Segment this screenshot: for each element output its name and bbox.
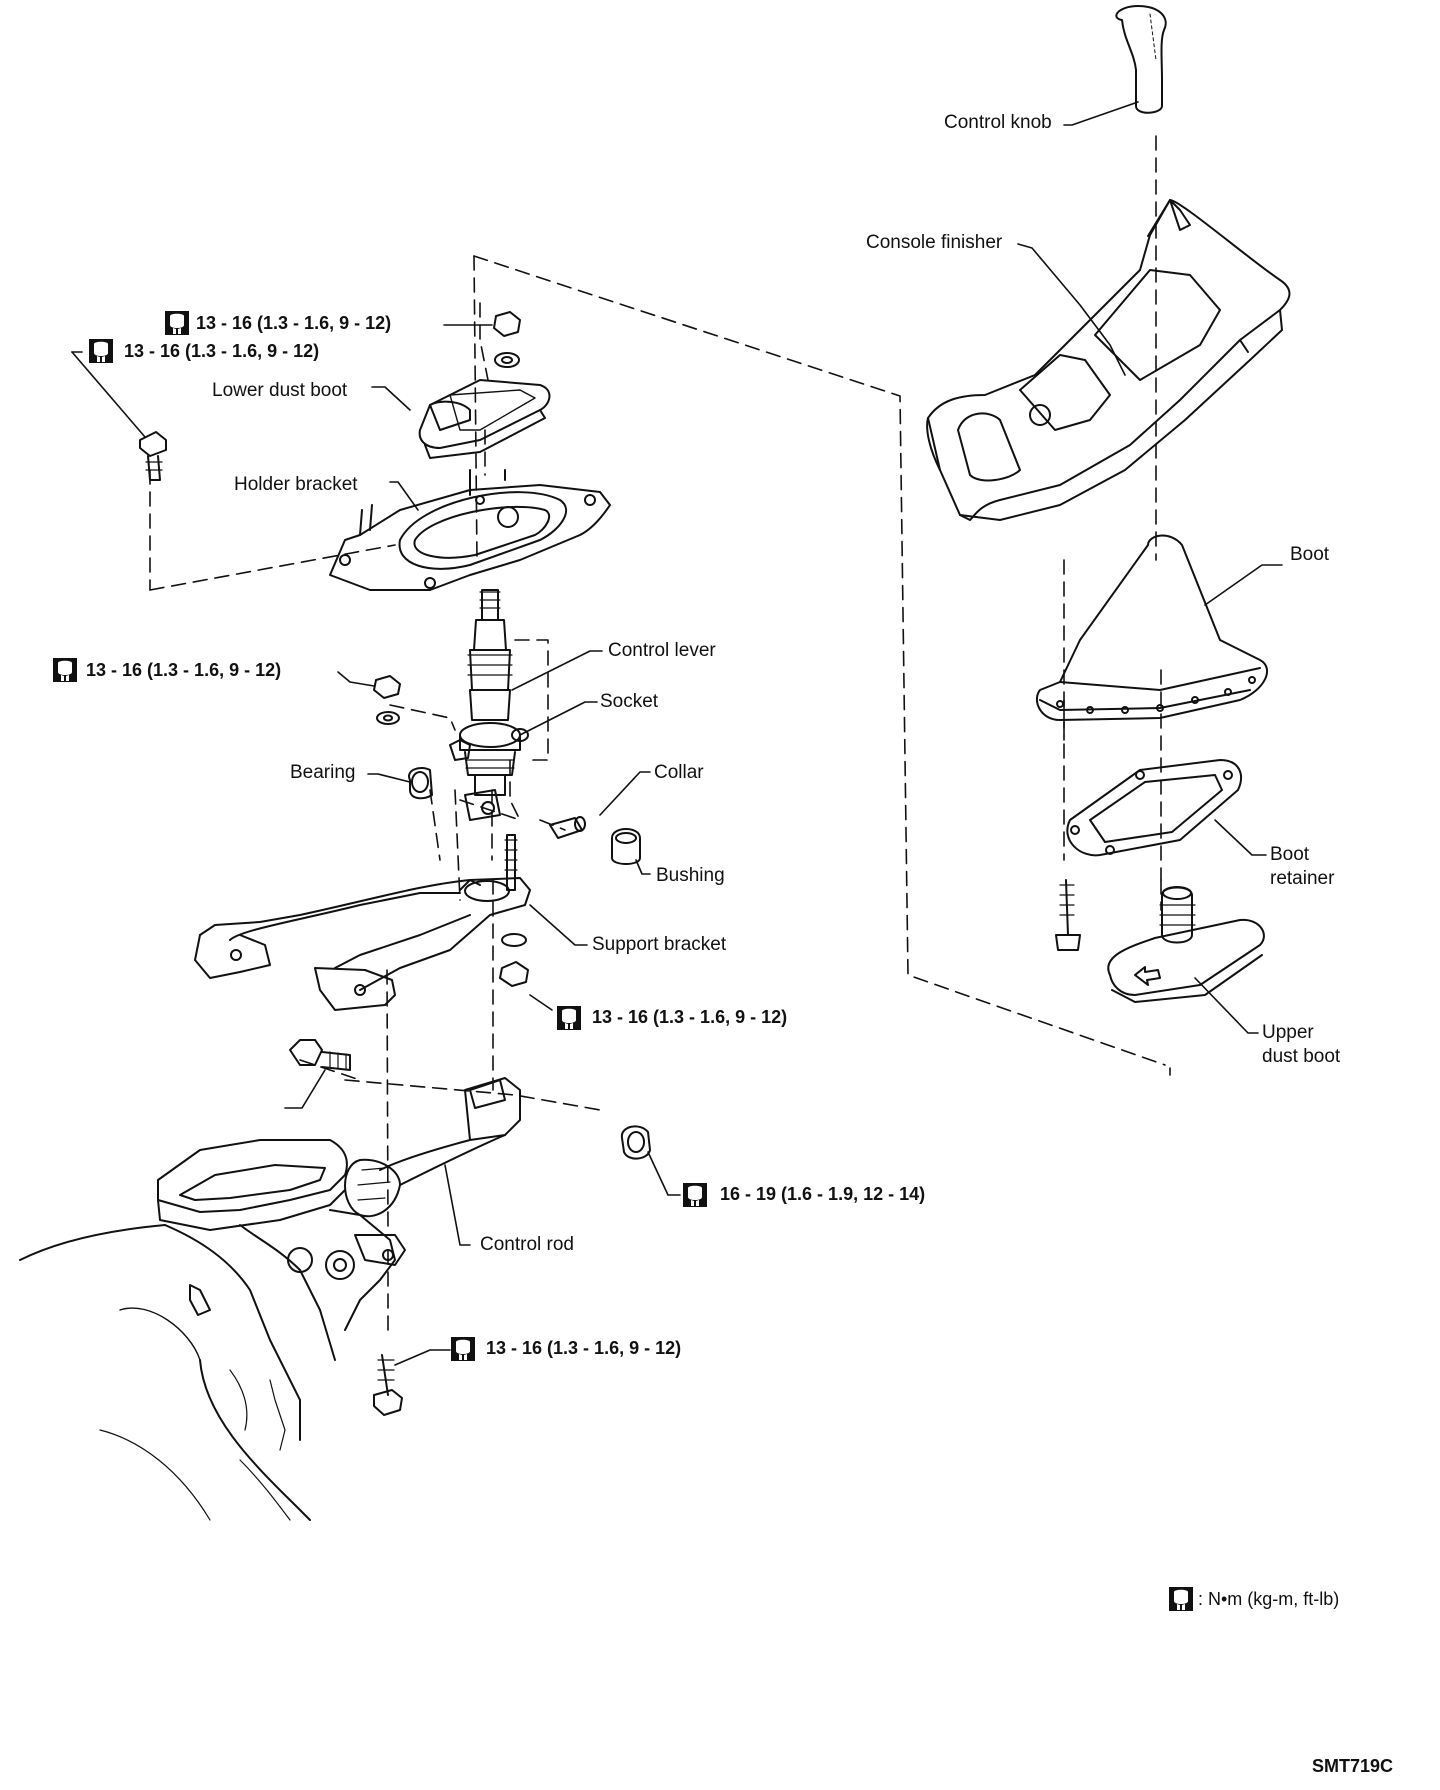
torque-value-5: 16 - 19 (1.6 - 1.9, 12 - 14): [720, 1184, 926, 1204]
label-boot-retainer-line2: retainer: [1270, 868, 1335, 889]
lower-dust-boot-part: [418, 379, 551, 459]
bearing-part: [408, 767, 433, 800]
label-bushing: Bushing: [656, 865, 725, 886]
label-control-lever: Control lever: [608, 640, 716, 661]
leader-lines: [71, 101, 1283, 1366]
torque-wrench-icon: [1169, 1587, 1193, 1611]
label-control-knob: Control knob: [944, 112, 1052, 133]
nut-mid-part: [373, 675, 401, 725]
torque-wrench-icon: [683, 1183, 707, 1207]
transmission-part: [19, 1139, 396, 1521]
label-control-rod: Control rod: [480, 1234, 574, 1255]
console-finisher-part: [926, 199, 1291, 521]
label-lower-dust-boot: Lower dust boot: [212, 380, 348, 401]
label-upper-dust-boot-line1: Upper: [1262, 1022, 1314, 1043]
collar-part: [464, 789, 586, 839]
label-boot: Boot: [1290, 544, 1330, 565]
label-boot-retainer-line1: Boot: [1270, 844, 1310, 865]
torque-value-2: 13 - 16 (1.3 - 1.6, 9 - 12): [124, 341, 320, 361]
screw-right-part: [1055, 879, 1081, 951]
figure-code: SMT719C: [1312, 1756, 1394, 1776]
label-holder-bracket: Holder bracket: [234, 474, 358, 495]
torque-wrench-icon: [165, 311, 189, 335]
label-upper-dust-boot-line2: dust boot: [1262, 1046, 1341, 1067]
label-bearing: Bearing: [290, 762, 356, 783]
label-console-finisher: Console finisher: [866, 232, 1003, 253]
legend-unit-text: : N•m (kg-m, ft-lb): [1198, 1589, 1340, 1609]
label-collar: Collar: [654, 762, 704, 783]
bolt-left-top-part: [139, 431, 167, 481]
assembly-frame-lines: [149, 135, 1171, 1331]
holder-bracket-part: [329, 469, 611, 591]
bolt-bottom-part: [373, 1354, 403, 1416]
socket-part: [449, 728, 529, 761]
upper-dust-boot-part: [1107, 886, 1265, 1003]
label-support-bracket: Support bracket: [592, 934, 727, 955]
torque-wrench-icon: [89, 339, 113, 363]
torque-wrench-icon: [53, 658, 77, 682]
nut-top-part: [493, 311, 521, 368]
torque-wrench-icon: [451, 1337, 475, 1361]
bolt-mid-part: [289, 1039, 351, 1071]
boot-part: [1035, 534, 1269, 721]
torque-value-3: 13 - 16 (1.3 - 1.6, 9 - 12): [86, 660, 282, 680]
torque-wrench-icon: [557, 1006, 581, 1030]
torque-value-4: 13 - 16 (1.3 - 1.6, 9 - 12): [592, 1007, 788, 1027]
nut-rod-part: [620, 1125, 651, 1160]
bushing-part: [611, 828, 641, 865]
boot-retainer-part: [1066, 759, 1242, 857]
control-lever-part: [459, 589, 521, 796]
control-knob-part: [1115, 5, 1167, 114]
label-socket: Socket: [600, 691, 659, 712]
torque-value-6: 13 - 16 (1.3 - 1.6, 9 - 12): [486, 1338, 682, 1358]
control-rod-part: [344, 1077, 521, 1266]
torque-value-1: 13 - 16 (1.3 - 1.6, 9 - 12): [196, 313, 392, 333]
support-bracket-part: [194, 834, 531, 1011]
nut-lower-part: [499, 933, 529, 987]
